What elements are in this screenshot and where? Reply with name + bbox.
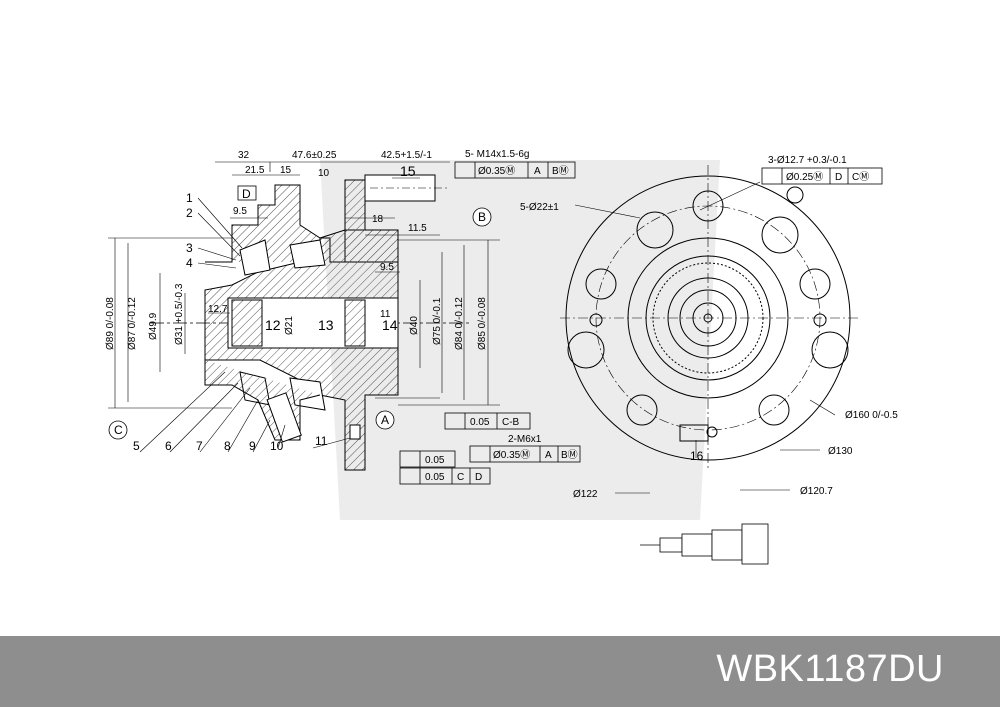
callout-6: 6	[165, 439, 172, 453]
callout-1: 1	[186, 191, 193, 205]
dim-12-7: 12.7	[208, 304, 228, 315]
thread-note: 5- M14x1.5-6g	[465, 149, 529, 160]
dim-47-6: 47.6±0.25	[292, 150, 337, 161]
callout-13: 13	[318, 317, 334, 333]
fcf-top-a: A	[534, 166, 541, 177]
fcf-top-b: BⓂ	[552, 165, 569, 177]
fcf-cd-d: D	[475, 472, 482, 483]
section-dimensions	[108, 161, 500, 409]
fcf-bottom-tol: Ø0.35Ⓜ	[493, 449, 530, 461]
dim-d130: Ø130	[828, 446, 853, 457]
datum-texts: D C B A	[114, 187, 486, 437]
callout-11: 11	[315, 434, 328, 448]
left-dim-texts: Ø89 0/-0.08 Ø87 0/-0.12 Ø49.9 Ø31 +0.5/-…	[105, 283, 185, 350]
callout-12: 12	[265, 317, 281, 333]
datum-b: B	[478, 210, 486, 224]
fcf-holes-d: D	[835, 172, 842, 183]
dim-11: 11	[380, 309, 391, 320]
dim-d122: Ø122	[573, 489, 598, 500]
datum-d: D	[242, 187, 251, 201]
hole-note: 3-Ø12.7 +0.3/-0.1	[768, 155, 847, 166]
datum-a: A	[381, 413, 389, 427]
thread-note-2: 2-M6x1	[508, 434, 542, 445]
inner-dim-texts: 12.7 Ø21 Ø40 11	[208, 304, 420, 335]
bolt-note: 5-Ø22±1	[520, 202, 559, 213]
face-leaders	[574, 181, 836, 494]
dim-d160: Ø160 0/-0.5	[845, 410, 898, 421]
fcf-texts: 5- M14x1.5-6g Ø0.35Ⓜ A BⓂ 0.05 C-B 2-M6x…	[425, 149, 578, 483]
dim-d31: Ø31 +0.5/-0.3	[174, 283, 185, 345]
callout-8: 8	[224, 439, 231, 453]
fcf-cb-ref: C-B	[502, 417, 520, 428]
callout-texts: 1 2 3 4 5 6 7 8 9 10 11 12 13 14 15	[133, 163, 416, 453]
dim-9-5: 9.5	[233, 206, 247, 217]
dim-d87: Ø87 0/-0.12	[127, 297, 138, 350]
fcf-flatness-tol: 0.05	[425, 455, 445, 466]
fcf-top-tol: Ø0.35Ⓜ	[478, 165, 515, 177]
technical-drawing: 32 47.6±0.25 42.5+1.5/-1 21.5 15 10 9.5 …	[105, 149, 898, 565]
dim-d40: Ø40	[409, 316, 420, 335]
callout-3: 3	[186, 241, 193, 255]
fcf-holes-tol: Ø0.25Ⓜ	[786, 171, 823, 183]
fcf-bottom-a: A	[545, 450, 552, 461]
dim-42-5: 42.5+1.5/-1	[381, 150, 432, 161]
datum-markers	[108, 185, 492, 440]
callout-9: 9	[249, 439, 256, 453]
section-view	[150, 174, 470, 471]
dim-11-5: 11.5	[408, 223, 427, 234]
callout-7: 7	[196, 439, 203, 453]
callout-16: 16	[690, 449, 704, 463]
dim-32: 32	[238, 150, 250, 161]
dim-d21: Ø21	[284, 316, 295, 335]
dim-d85: Ø85 0/-0.08	[477, 297, 488, 350]
face-view	[560, 165, 860, 470]
face-texts: 3-Ø12.7 +0.3/-0.1 Ø0.25Ⓜ D CⓂ 5-Ø22±1 16…	[520, 155, 898, 500]
dim-9-5b: 9.5	[380, 262, 394, 273]
fcf-frames	[399, 161, 883, 485]
fcf-cb-tol: 0.05	[470, 417, 490, 428]
dim-10: 10	[318, 168, 330, 179]
callout-10: 10	[270, 439, 284, 453]
dim-d49-9: Ø49.9	[148, 312, 159, 340]
fcf-bottom-b: BⓂ	[561, 449, 578, 461]
dim-d89: Ø89 0/-0.08	[105, 297, 116, 350]
dim-15: 15	[280, 165, 292, 176]
dim-21-5: 21.5	[245, 165, 265, 176]
fcf-holes-c: CⓂ	[852, 171, 869, 183]
fcf-cd-c: C	[457, 472, 464, 483]
sensor-connector	[640, 523, 769, 565]
dim-18: 18	[372, 214, 384, 225]
part-number: WBK1187DU	[716, 648, 944, 690]
fcf-cd-tol: 0.05	[425, 472, 445, 483]
callout-5: 5	[133, 439, 140, 453]
callout-4: 4	[186, 256, 193, 270]
callout-14: 14	[382, 317, 398, 333]
dim-d84: Ø84 0/-0.12	[454, 297, 465, 350]
callout-leaders	[139, 177, 420, 453]
dim-d75: Ø75 0/-0.1	[432, 297, 443, 345]
callout-15: 15	[400, 163, 416, 179]
dim-d120-7: Ø120.7	[800, 486, 833, 497]
footer-bar: WBK1187DU	[0, 636, 1000, 707]
callout-2: 2	[186, 206, 193, 220]
right-dim-texts: Ø75 0/-0.1 Ø84 0/-0.12 Ø85 0/-0.08	[432, 297, 488, 350]
datum-c: C	[114, 423, 123, 437]
section-dim-texts: 32 47.6±0.25 42.5+1.5/-1 21.5 15 10 9.5 …	[233, 150, 432, 273]
